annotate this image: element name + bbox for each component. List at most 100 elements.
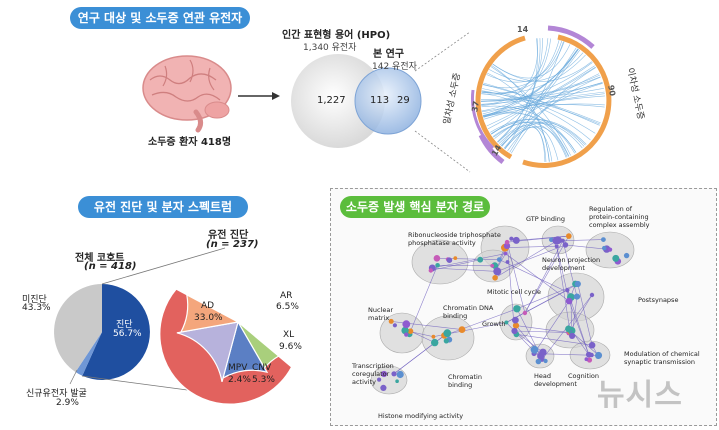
label-chromatin-dna: Chromatin DNA binding bbox=[443, 304, 494, 320]
chord-link bbox=[500, 123, 583, 149]
ar-label: AR bbox=[280, 291, 293, 301]
network-node bbox=[492, 275, 498, 281]
chord-link bbox=[499, 47, 577, 146]
chord-link bbox=[492, 61, 592, 82]
diagnosed-pct: 56.7% bbox=[113, 329, 142, 339]
pie-slice-undiagnosed bbox=[54, 284, 102, 372]
network-node bbox=[623, 252, 630, 259]
network-node bbox=[530, 345, 539, 354]
chord-link bbox=[487, 66, 596, 130]
label-modulation: Modulation of chemical synaptic transmis… bbox=[624, 350, 700, 366]
venn-only-hpo: 1,227 bbox=[317, 95, 346, 106]
brain-icon bbox=[142, 55, 232, 133]
pie-slice-xl bbox=[176, 321, 239, 383]
chord-link bbox=[494, 73, 600, 139]
chord-link bbox=[482, 48, 579, 115]
cnv-label: CNV bbox=[252, 363, 272, 373]
label-mitotic: Mitotic cell cycle bbox=[487, 288, 541, 296]
network-node bbox=[431, 334, 436, 339]
mpv-label: MPV bbox=[228, 363, 248, 373]
label-histone: Histone modifying activity bbox=[378, 412, 464, 420]
network-node bbox=[496, 257, 502, 262]
network-node bbox=[543, 358, 548, 364]
chord-link bbox=[488, 52, 584, 82]
chord-top-count: 14 bbox=[517, 25, 529, 34]
chord-link bbox=[481, 93, 570, 157]
network-edge bbox=[506, 242, 515, 332]
label-cognition: Cognition bbox=[568, 372, 600, 380]
network-edge bbox=[524, 235, 570, 314]
diagnosis-pie bbox=[159, 288, 293, 405]
network-node bbox=[569, 332, 576, 339]
chord-link bbox=[504, 126, 559, 161]
venn-diagram bbox=[291, 54, 422, 148]
dx-title: 유전 진단 bbox=[208, 230, 249, 241]
chord-link bbox=[483, 95, 605, 118]
chord-link bbox=[482, 104, 605, 113]
venn-hpo-count: 1,340 유전자 bbox=[303, 43, 357, 53]
ad-label: AD bbox=[201, 301, 215, 311]
network-node bbox=[574, 280, 581, 288]
xl-label: XL bbox=[283, 330, 295, 340]
network-node bbox=[391, 371, 397, 377]
network-node bbox=[493, 268, 498, 273]
chord-link bbox=[497, 38, 541, 143]
network-node bbox=[584, 357, 589, 362]
chord-link bbox=[486, 65, 595, 127]
pie-slice-ar bbox=[179, 293, 240, 333]
network-node bbox=[511, 327, 518, 335]
network-node bbox=[537, 352, 545, 360]
network-node bbox=[588, 341, 596, 349]
watermark-logo: 뉴시스 bbox=[597, 378, 683, 413]
chord-arc-secondary-purple bbox=[547, 25, 595, 49]
network-node bbox=[435, 263, 440, 268]
network-node bbox=[595, 351, 603, 359]
network-edge bbox=[410, 330, 435, 343]
chord-link bbox=[480, 74, 600, 101]
chord-link bbox=[498, 122, 586, 146]
network-node bbox=[554, 244, 559, 249]
chord-link bbox=[481, 105, 577, 153]
label-transcription: Transcription coregulator activity bbox=[352, 362, 394, 386]
chord-link bbox=[491, 49, 579, 135]
label-gtp-binding: GTP binding bbox=[526, 215, 565, 223]
network-edge bbox=[524, 240, 564, 314]
cohort-title: 전체 코호트 bbox=[75, 253, 125, 264]
network-node bbox=[503, 251, 508, 256]
venn-study-title: 본 연구 bbox=[373, 49, 405, 60]
label-head-development: Head development bbox=[534, 372, 577, 388]
network-edge bbox=[505, 253, 570, 302]
network-node bbox=[573, 293, 581, 300]
network-node bbox=[401, 326, 409, 335]
network-node bbox=[407, 328, 414, 335]
chord-link bbox=[511, 67, 596, 154]
network-node bbox=[565, 297, 573, 305]
label-growth: Growth bbox=[482, 320, 506, 328]
network-node bbox=[504, 320, 509, 325]
network-edge bbox=[556, 246, 571, 331]
network-node bbox=[562, 242, 569, 248]
chord-diagram bbox=[471, 25, 612, 168]
cnv-pct: 5.3% bbox=[252, 375, 275, 385]
ad-pct: 33.0% bbox=[194, 313, 223, 323]
chord-link bbox=[483, 82, 600, 126]
network-node bbox=[433, 254, 441, 262]
network-node bbox=[443, 338, 449, 344]
chord-link bbox=[507, 76, 601, 152]
dx-n: (n = 237) bbox=[206, 239, 259, 250]
chord-link bbox=[504, 38, 538, 149]
venn-overlap: 113 bbox=[370, 95, 390, 106]
banner-study-subjects: 연구 대상 및 소두증 연관 유전자 bbox=[70, 7, 250, 29]
network-edge bbox=[504, 245, 557, 248]
patients-label: 소두증 환자 418명 bbox=[148, 137, 232, 148]
chord-link bbox=[482, 88, 596, 134]
banner-pathways: 소두증 발생 핵심 분자 경로 bbox=[340, 196, 490, 218]
network-edge bbox=[515, 325, 570, 333]
network-node bbox=[504, 239, 510, 245]
chord-link bbox=[482, 40, 560, 89]
network-node bbox=[395, 379, 399, 384]
cohort-pie bbox=[54, 284, 150, 380]
